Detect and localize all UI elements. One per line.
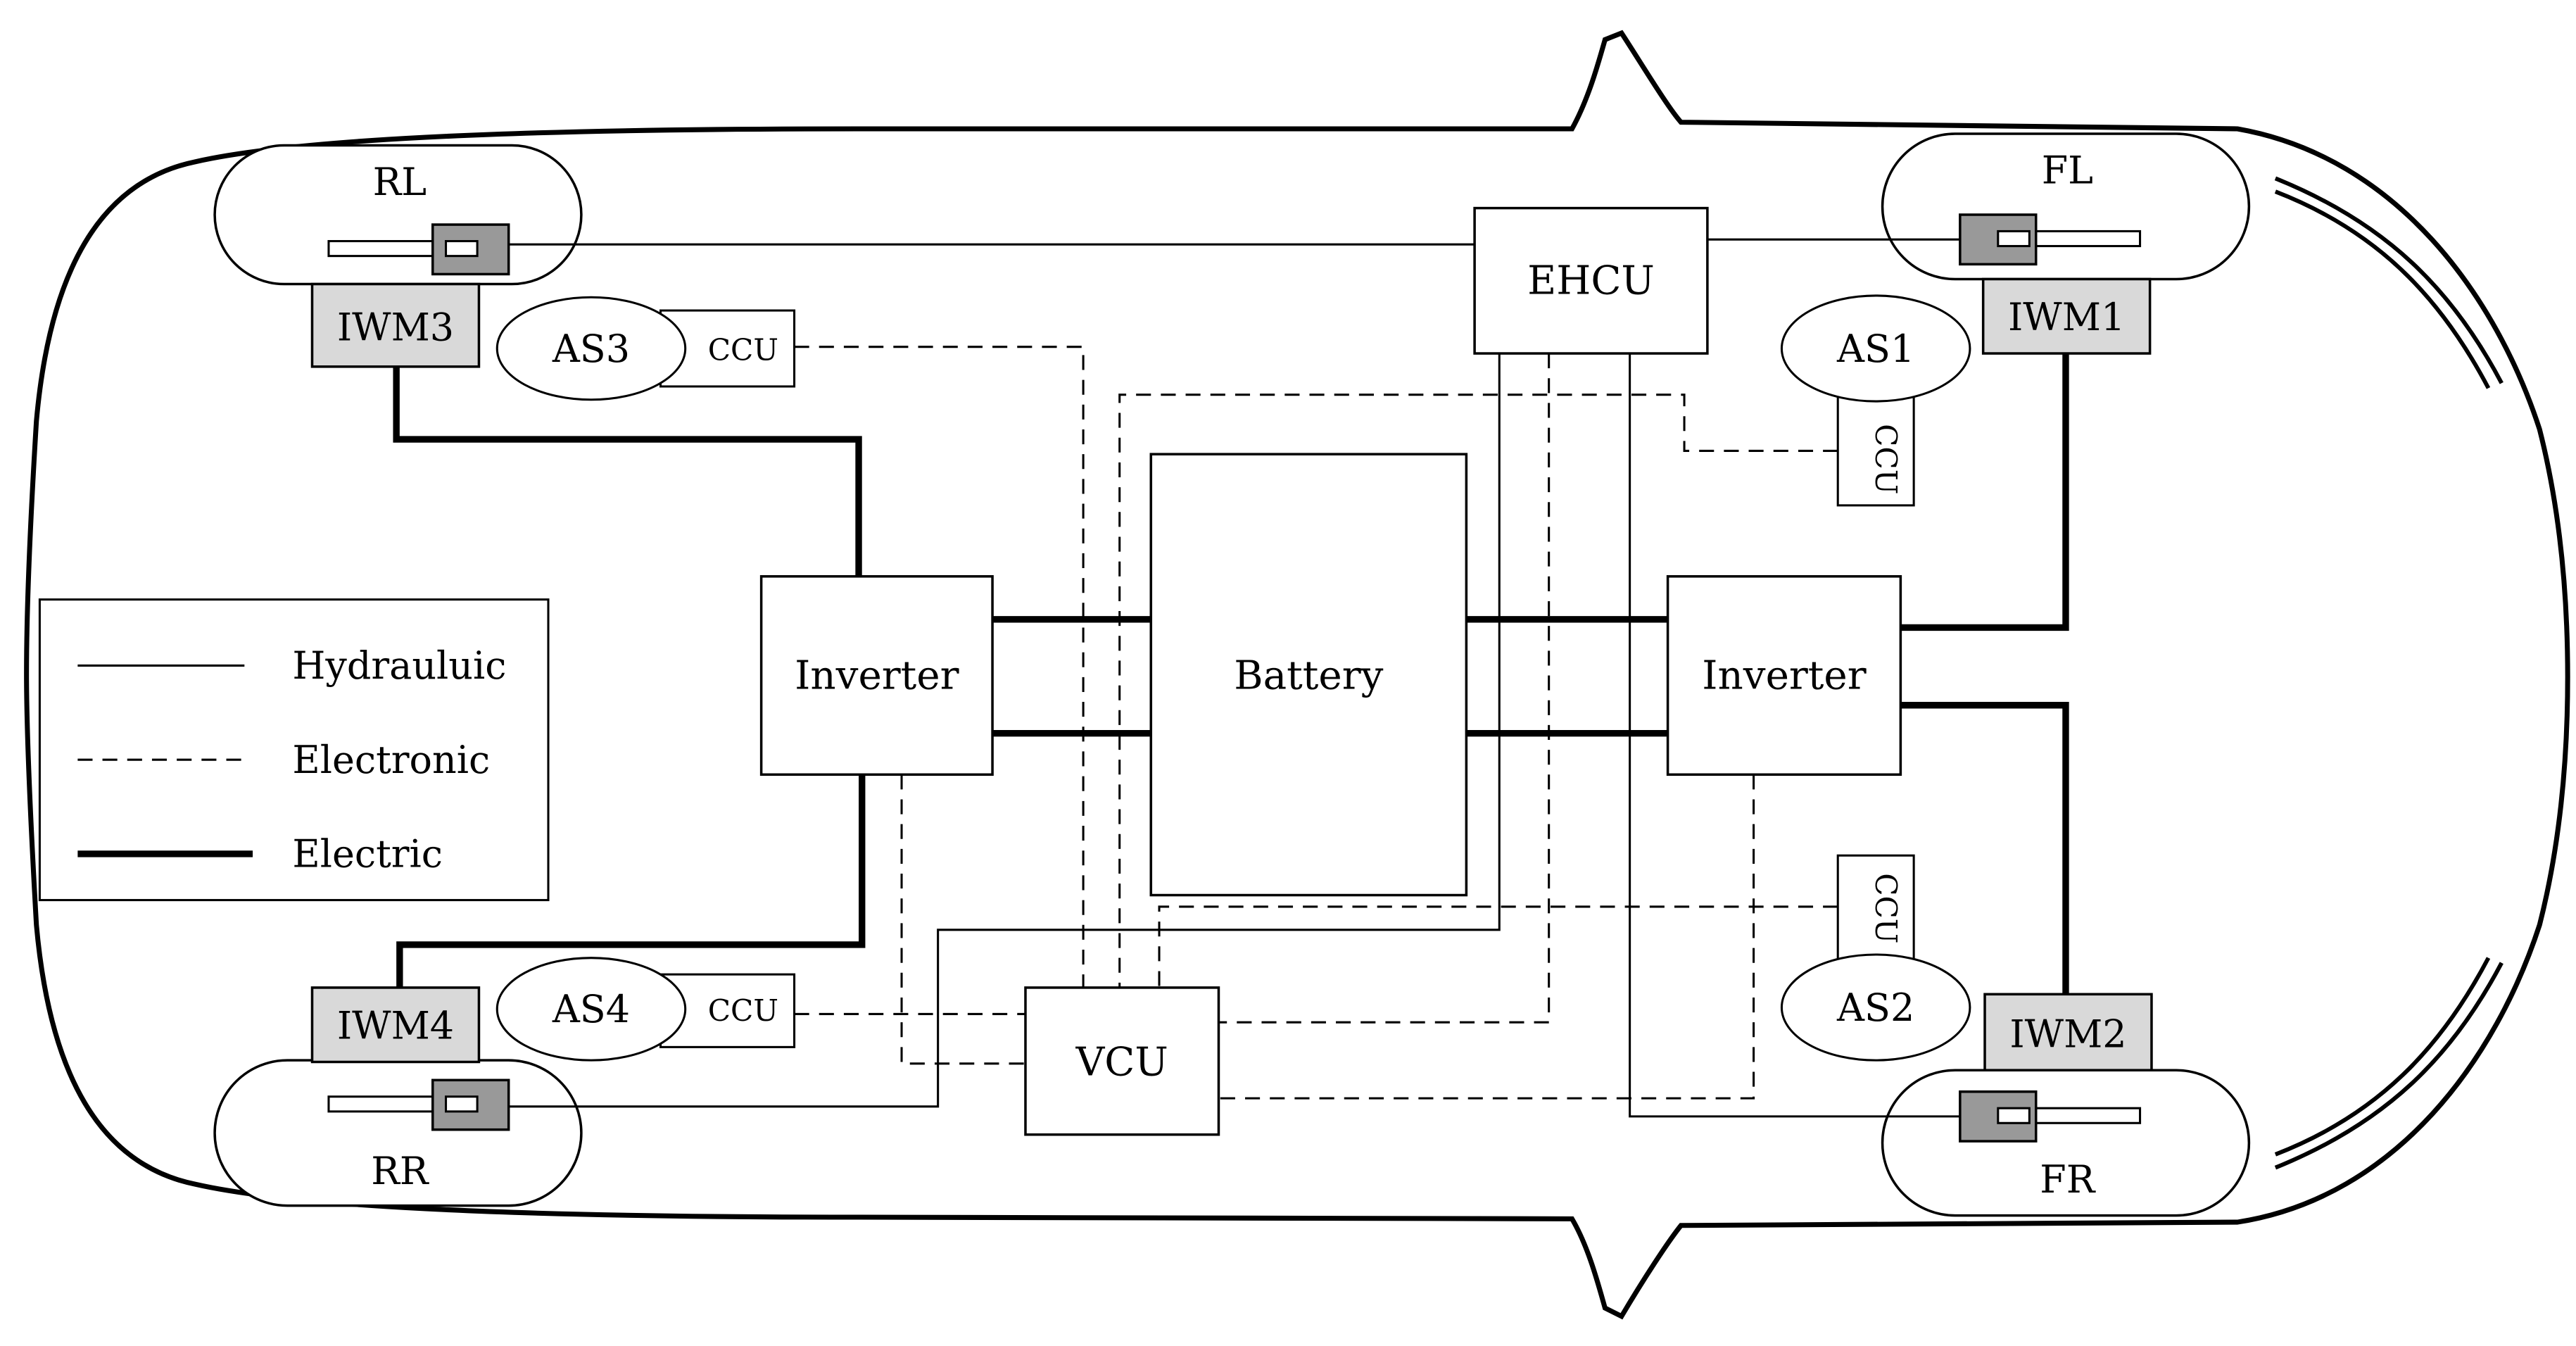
- motor-iwm1-box: [1981, 277, 2152, 355]
- electric-line-inverter-iwm3: [393, 366, 862, 577]
- ehcu-label: EHCU: [1527, 258, 1655, 304]
- ehcu-unit: EHCU: [1473, 206, 1709, 355]
- car-body-outline: [24, 30, 2570, 1320]
- suspension-as2-group: CCU AS2: [1780, 854, 1971, 1062]
- inverter-right-box: [1666, 574, 1902, 776]
- electric-line-inverter-iwm1: [1900, 351, 2069, 631]
- wheel-rr: RR: [213, 1059, 583, 1207]
- legend-label-hydraulic: Hydrauluic: [292, 643, 506, 688]
- electric-line-inverter-iwm2: [1900, 702, 2069, 995]
- suspension-as3-label: AS3: [552, 327, 630, 371]
- motor-iwm4: IWM4: [310, 986, 481, 1064]
- battery-label: Battery: [1234, 653, 1383, 698]
- suspension-as1-label: AS1: [1836, 327, 1914, 371]
- electronic-line-ehcu-vcu: [1218, 353, 1551, 1024]
- motor-iwm3: IWM3: [310, 282, 481, 368]
- motor-iwm4-label: IWM4: [337, 1004, 454, 1048]
- wheel-fl-label: FL: [2042, 148, 2093, 192]
- hydraulic-line-ehcu-fr: [1629, 353, 1960, 1118]
- electric-line-inverter-iwm4: [396, 774, 866, 988]
- electric-lines: [393, 351, 2069, 995]
- suspension-as1: [1780, 294, 1971, 403]
- legend-label-electronic: Electronic: [292, 738, 490, 782]
- brake-caliper-rl: [431, 223, 510, 276]
- legend-label-electric: Electric: [292, 832, 443, 876]
- suspension-as2-label: AS2: [1836, 986, 1914, 1030]
- wheel-fr-label: FR: [2040, 1157, 2095, 1202]
- vcu-label: VCU: [1075, 1039, 1168, 1085]
- battery-box: [1149, 453, 1468, 897]
- wheel-rl: RL: [213, 144, 583, 286]
- suspension-as3: [495, 296, 687, 401]
- motor-iwm2-label: IWM2: [2009, 1012, 2126, 1056]
- electronic-line-ccu2-vcu: [1158, 905, 1838, 988]
- suspension-as4: [495, 957, 687, 1062]
- motor-iwm3-label: IWM3: [337, 305, 454, 349]
- suspension-as4-group: CCU AS4: [495, 957, 796, 1062]
- suspension-as2: [1780, 953, 1971, 1062]
- wheel-rl-label: RL: [373, 160, 427, 204]
- inverter-right-label: Inverter: [1702, 653, 1866, 698]
- motor-iwm3-box: [310, 282, 481, 368]
- brake-piston-fr: [1997, 1107, 2031, 1124]
- legend: Hydrauluic Electronic Electric: [38, 598, 550, 902]
- vcu-box: [1024, 986, 1220, 1136]
- hydraulic-lines: [508, 238, 1960, 1118]
- ccu-as2-label: CCU: [1869, 873, 1903, 943]
- motor-iwm2: IWM2: [1983, 993, 2153, 1071]
- motor-iwm1-label: IWM1: [2008, 295, 2125, 339]
- wheel-fr: FR: [1881, 1069, 2251, 1217]
- ccu-as3-label: CCU: [708, 332, 778, 367]
- windshield-arc-top-inner: [2274, 189, 2491, 389]
- windshield-arc-bottom-inner: [2274, 957, 2491, 1157]
- windshield-arc-top-outer: [2274, 176, 2504, 384]
- inverter-right-unit: Inverter: [1666, 574, 1902, 776]
- inverter-left-unit: Inverter: [759, 574, 994, 776]
- electronic-lines: [794, 346, 1838, 1100]
- suspension-as3-group: CCU AS3: [495, 296, 796, 401]
- brake-piston-rr: [445, 1095, 479, 1113]
- vcu-unit: VCU: [1024, 986, 1220, 1136]
- ccu-as4-label: CCU: [708, 993, 778, 1028]
- electronic-line-inverter-r-vcu: [1218, 774, 1755, 1100]
- legend-box: [38, 598, 550, 902]
- inverter-left-label: Inverter: [795, 653, 959, 698]
- windshield-arc-bottom-outer: [2274, 962, 2504, 1170]
- motor-iwm4-box: [310, 986, 481, 1064]
- suspension-as1-group: CCU AS1: [1780, 294, 1971, 507]
- brake-piston-rl: [445, 239, 479, 258]
- brake-piston-fl: [1997, 229, 2031, 248]
- suspension-as4-label: AS4: [552, 987, 630, 1031]
- battery-unit: Battery: [1149, 453, 1468, 897]
- hydraulic-line-ehcu-rr: [508, 353, 1501, 1108]
- motor-iwm1: IWM1: [1981, 277, 2152, 355]
- wheel-rr-label: RR: [371, 1149, 429, 1193]
- motor-iwm2-box: [1983, 993, 2153, 1071]
- electronic-line-ccu1-vcu: [1118, 394, 1838, 988]
- wheel-fl: FL: [1881, 132, 2251, 281]
- electronic-line-inverter-l-vcu: [900, 774, 1025, 1065]
- ccu-as1-label: CCU: [1869, 424, 1903, 494]
- ehcu-box: [1473, 206, 1709, 355]
- inverter-left-box: [759, 574, 994, 776]
